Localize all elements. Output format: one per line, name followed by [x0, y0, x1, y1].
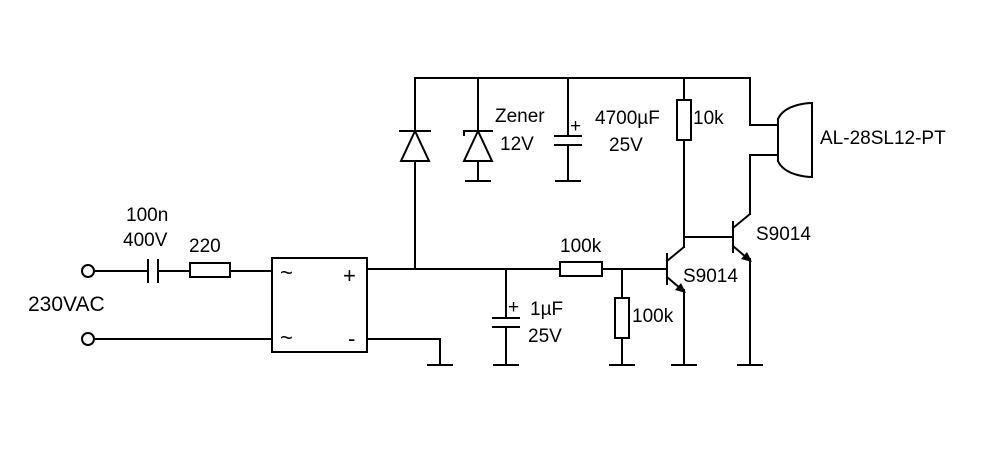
filter-capacitor-polarity: + — [570, 116, 581, 137]
series-capacitor — [147, 259, 159, 283]
timing-capacitor-polarity: + — [508, 297, 519, 318]
transistor-q2 — [683, 212, 763, 366]
collector-resistor-value: 10k — [693, 108, 724, 129]
ac-terminal-bottom — [81, 332, 95, 346]
series-resistor-value: 220 — [189, 236, 221, 257]
bridge-ac-symbol-bottom: ~ — [280, 325, 293, 350]
wire-negative-output — [366, 338, 441, 366]
filter-capacitor-voltage: 25V — [609, 135, 643, 156]
transistor-q1 — [665, 236, 697, 366]
filter-capacitor-value: 4700µF — [595, 108, 660, 129]
timing-capacitor — [492, 268, 520, 366]
bridge-plus-terminal: + — [343, 263, 356, 288]
input-voltage-label: 230VAC — [28, 293, 105, 316]
transistor-q1-label: S9014 — [683, 266, 738, 287]
collector-resistor — [676, 99, 692, 141]
rectifier-diode — [399, 77, 431, 270]
base-series-resistor — [559, 261, 603, 277]
buzzer — [776, 101, 813, 179]
bridge-minus-terminal: - — [348, 326, 355, 351]
wire-buzzer — [749, 77, 779, 215]
zener-voltage: 12V — [500, 134, 534, 155]
zener-label: Zener — [495, 106, 545, 127]
filter-capacitor — [554, 77, 582, 182]
buzzer-label: AL-28SL12-PT — [820, 128, 946, 149]
transistor-q2-label: S9014 — [756, 224, 811, 245]
base-series-resistor-value: 100k — [560, 236, 602, 257]
ac-terminal-top — [81, 264, 95, 278]
base-shunt-resistor-value: 100k — [632, 306, 674, 327]
timing-capacitor-voltage: 25V — [528, 326, 562, 347]
series-capacitor-voltage: 400V — [123, 230, 168, 251]
timing-capacitor-value: 1µF — [530, 299, 563, 320]
bridge-rectifier — [271, 257, 368, 353]
series-capacitor-value: 100n — [126, 205, 168, 226]
series-resistor — [189, 262, 231, 278]
zener-diode — [462, 77, 494, 182]
bridge-ac-symbol-top: ~ — [280, 260, 293, 285]
base-shunt-resistor — [609, 268, 635, 366]
